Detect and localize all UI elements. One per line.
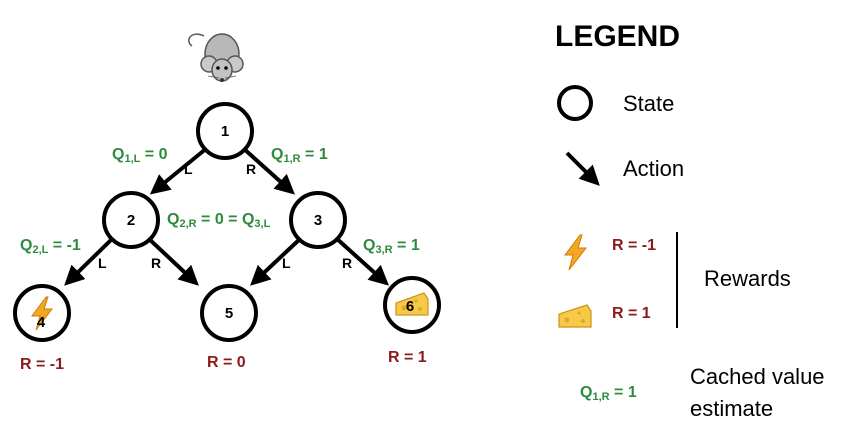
action-label-2-left: L — [98, 255, 107, 271]
legend-cached-q: Q1,R = 1 — [580, 384, 637, 403]
edge-1-left — [149, 146, 209, 195]
legend: LEGEND State Action R = -1 R = 1 Rewards… — [555, 20, 825, 421]
state-node-1 — [196, 102, 254, 160]
legend-state-label: State — [623, 91, 674, 116]
state-node-5 — [200, 284, 258, 342]
state-node-2 — [102, 191, 160, 249]
node-label-4: 4 — [37, 314, 46, 331]
legend-state-circle — [557, 85, 593, 121]
node-label-5: 5 — [225, 305, 233, 322]
edge-2-right — [146, 236, 199, 286]
action-label-2-right: R — [151, 255, 161, 271]
mouse-icon — [188, 33, 244, 82]
state-node-3 — [289, 191, 347, 249]
legend-rewards-label: Rewards — [704, 266, 791, 291]
legend-reward-negative: R = -1 — [612, 237, 656, 254]
legend-reward-positive: R = 1 — [612, 305, 651, 322]
q-value-1-right: Q1,R = 1 — [271, 146, 328, 165]
q-value-1-left: Q1,L = 0 — [112, 146, 168, 165]
cheese-icon — [395, 292, 429, 316]
legend-cached-line1: Cached value — [690, 364, 825, 389]
lightning-icon — [31, 296, 54, 331]
lightning-icon — [564, 234, 588, 271]
legend-action-label: Action — [623, 156, 684, 181]
q-value-3-right: Q3,R = 1 — [363, 237, 420, 256]
edge-2-left — [64, 236, 115, 286]
reward-node-6: R = 1 — [388, 349, 427, 366]
action-label-1-left: L — [184, 161, 193, 177]
edge-3-left — [250, 236, 303, 286]
reward-node-4: R = -1 — [20, 356, 64, 373]
edge-1-right — [241, 146, 295, 195]
legend-action-arrow — [565, 151, 600, 186]
cheese-icon — [558, 304, 592, 328]
reward-node-5: R = 0 — [207, 354, 246, 371]
legend-cached-line2: estimate — [690, 396, 773, 421]
action-label-3-right: R — [342, 255, 352, 271]
q-value-2-right-3-left: Q2,R = 0 = Q3,L — [167, 211, 271, 230]
action-label-3-left: L — [282, 255, 291, 271]
node-label-3: 3 — [314, 212, 322, 229]
node-label-2: 2 — [127, 212, 135, 229]
action-arrows — [64, 146, 389, 286]
node-label-1: 1 — [221, 123, 229, 140]
legend-title: LEGEND — [555, 20, 680, 53]
node-label-6: 6 — [406, 298, 414, 315]
action-label-1-right: R — [246, 161, 256, 177]
edge-3-right — [334, 236, 389, 286]
q-value-2-left: Q2,L = -1 — [20, 237, 81, 256]
